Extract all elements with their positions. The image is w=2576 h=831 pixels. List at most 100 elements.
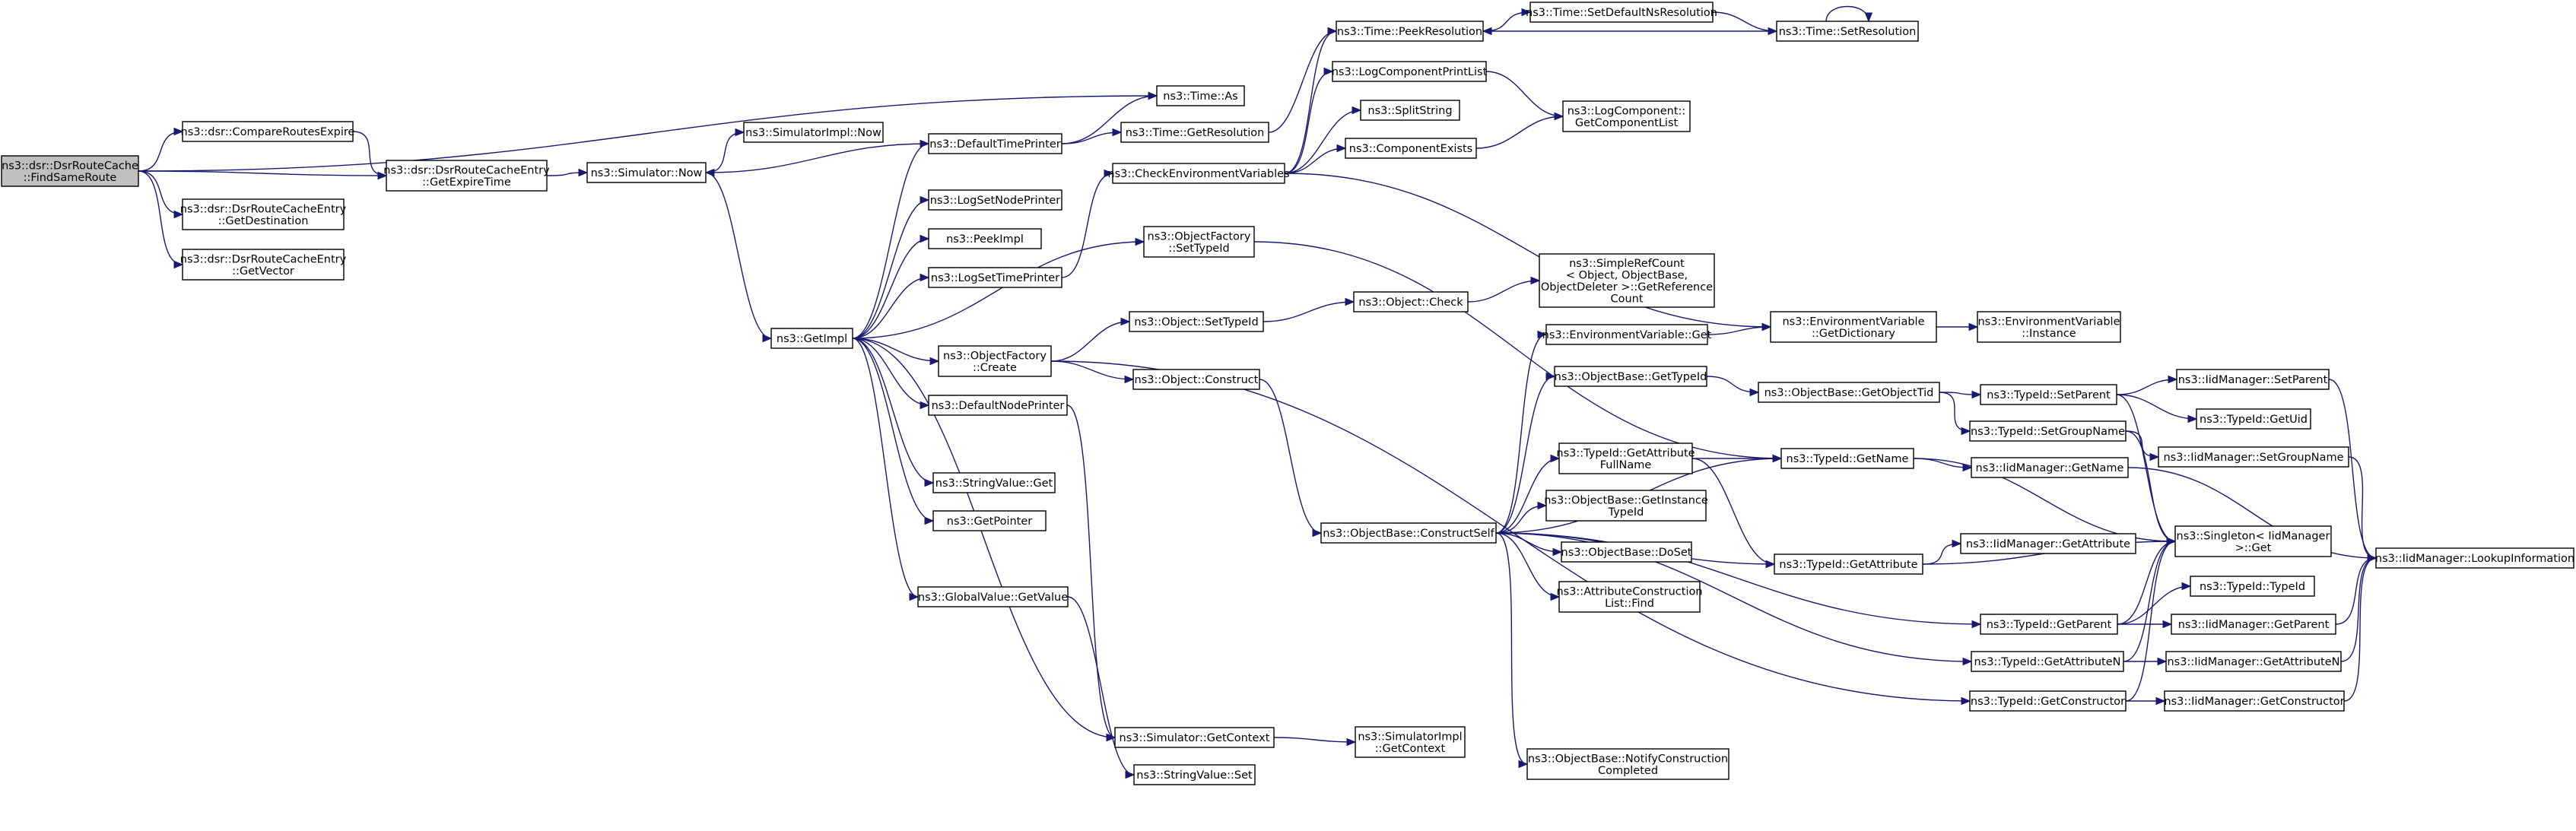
graph-node[interactable]: ns3::ObjectBase::DoSet (1561, 541, 1692, 563)
node-box (1980, 614, 2118, 635)
graph-node[interactable]: ns3::StringValue::Get (932, 472, 1056, 493)
edge-arrowhead (1124, 375, 1135, 384)
graph-node[interactable]: ns3::Time::SetDefaultNsResolution (1526, 2, 1717, 23)
graph-node[interactable]: ns3::IidManager::GetAttributeN (2165, 651, 2342, 672)
graph-node[interactable]: ns3::Object::Check (1353, 291, 1469, 312)
graph-node[interactable]: ns3::TypeId::GetConstructor (1969, 690, 2127, 712)
graph-node[interactable]: ns3::TypeId::GetParent (1980, 614, 2118, 635)
node-label: < Object, ObjectBase, (1566, 269, 1688, 281)
graph-node[interactable]: ns3::dsr::CompareRoutesExpire (181, 121, 355, 142)
graph-node[interactable]: ns3::TypeId::GetAttribute (1774, 553, 1923, 575)
graph-node[interactable]: ns3::SimulatorImpl::Now (743, 122, 884, 143)
graph-node[interactable]: ns3::GlobalValue::GetValue (917, 586, 1069, 607)
graph-node[interactable]: ns3::LogComponent::GetComponentList (1562, 100, 1691, 132)
edge-arrowhead (2168, 375, 2178, 384)
graph-edge (138, 170, 184, 269)
node-label: ::GetDestination (218, 215, 309, 227)
graph-node[interactable]: ns3::dsr::DsrRouteCache::FindSameRoute (1, 155, 139, 187)
edge-line (1495, 376, 1555, 534)
graph-node[interactable]: ns3::TypeId::GetName (1780, 448, 1914, 469)
node-box (1971, 651, 2124, 672)
graph-node[interactable]: ns3::IidManager::GetAttribute (1960, 533, 2136, 554)
graph-node[interactable]: ns3::TypeId::GetUid (2196, 408, 2311, 430)
graph-edge (138, 170, 388, 180)
graph-node[interactable]: ns3::LogComponentPrintList (1332, 61, 1488, 82)
graph-node[interactable]: ns3::SplitString (1360, 100, 1460, 121)
graph-node[interactable]: ns3::ObjectBase::GetObjectTid (1758, 382, 1940, 403)
edge-arrowhead (1971, 390, 1982, 399)
graph-node[interactable]: ns3::TypeId::GetAttributeN (1971, 651, 2124, 672)
graph-node[interactable]: ns3::Time::As (1156, 85, 1245, 106)
node-label: ns3::IidManager::LookupInformation (2375, 553, 2574, 565)
edge-line (852, 199, 929, 339)
graph-node[interactable]: ns3::ObjectFactory::Create (938, 345, 1052, 377)
graph-node[interactable]: ns3::EnvironmentVariable::Instance (1977, 311, 2121, 343)
graph-edge (1067, 596, 1136, 779)
graph-node[interactable]: ns3::DefaultNodePrinter (928, 395, 1068, 416)
graph-edge (1061, 128, 1123, 144)
graph-edge (546, 168, 589, 177)
edge-arrowhead (1554, 112, 1564, 121)
edge-line (705, 143, 929, 173)
graph-node[interactable]: ns3::IidManager::GetName (1971, 457, 2129, 478)
graph-node[interactable]: ns3::IidManager::GetConstructor (2164, 690, 2345, 712)
node-label: Completed (1598, 765, 1658, 777)
graph-node[interactable]: ns3::TypeId::TypeId (2190, 576, 2315, 597)
graph-node[interactable]: ns3::CheckEnvironmentVariables (1107, 163, 1290, 184)
graph-node[interactable]: ns3::GetImpl (770, 328, 853, 349)
node-box (743, 122, 884, 143)
graph-node[interactable]: ns3::EnvironmentVariable::Get (1542, 324, 1712, 345)
edge-line (352, 131, 387, 176)
graph-node[interactable]: ns3::TypeId::SetGroupName (1969, 420, 2127, 442)
graph-node[interactable]: ns3::SimpleRefCount< Object, ObjectBase,… (1539, 253, 1715, 308)
graph-node[interactable]: ns3::ObjectFactory::SetTypeId (1143, 226, 1255, 258)
edge-line (1495, 532, 1972, 662)
edge-line (2123, 541, 2176, 662)
edge-arrowhead (704, 168, 715, 177)
graph-node[interactable]: ns3::Object::SetTypeId (1129, 311, 1264, 332)
graph-node[interactable]: ns3::Time::SetResolution (1776, 21, 1919, 42)
graph-node[interactable]: ns3::dsr::DsrRouteCacheEntry::GetExpireT… (383, 160, 550, 192)
graph-node[interactable]: ns3::ComponentExists (1345, 138, 1477, 159)
node-label: ns3::IidManager::GetAttribute (1966, 538, 2130, 550)
graph-node[interactable]: ns3::TypeId::SetParent (1980, 384, 2117, 405)
graph-node[interactable]: ns3::IidManager::SetParent (2176, 369, 2330, 390)
node-label: ns3::dsr::DsrRouteCacheEntry (180, 203, 347, 215)
node-label: ns3::IidManager::GetName (1976, 462, 2124, 474)
edge-line (2127, 467, 2377, 559)
graph-node[interactable]: ns3::Singleton< IidManager>::Get (2174, 525, 2332, 557)
graph-node[interactable]: ns3::Simulator::Now (586, 162, 707, 183)
graph-node[interactable]: ns3::dsr::DsrRouteCacheEntry::GetVector (180, 249, 347, 281)
graph-node[interactable]: ns3::DefaultTimePrinter (928, 133, 1062, 154)
graph-node[interactable]: ns3::Time::GetResolution (1120, 122, 1269, 143)
node-label: ns3::PeekImpl (946, 233, 1024, 246)
graph-node[interactable]: ns3::IidManager::SetGroupName (2158, 446, 2349, 468)
graph-node[interactable]: ns3::Object::Construct (1132, 369, 1260, 390)
edge-arrowhead (173, 127, 184, 136)
graph-node[interactable]: ns3::IidManager::LookupInformation (2375, 547, 2574, 569)
graph-edge (1495, 501, 1548, 534)
node-box (1353, 291, 1469, 312)
graph-node[interactable]: ns3::LogSetNodePrinter (928, 189, 1062, 211)
graph-node[interactable]: ns3::LogSetTimePrinter (928, 267, 1062, 288)
graph-node[interactable]: ns3::SimulatorImpl::GetContext (1355, 726, 1466, 758)
graph-node[interactable]: ns3::ObjectBase::NotifyConstructionCompl… (1526, 748, 1730, 780)
edge-line (1061, 95, 1158, 144)
graph-edge (1284, 67, 1334, 174)
node-label: ns3::LogComponentPrintList (1332, 66, 1488, 78)
node-label: ns3::Time::As (1163, 90, 1237, 103)
graph-node[interactable]: ns3::StringValue::Set (1133, 764, 1256, 785)
graph-node[interactable]: ns3::Simulator::GetContext (1114, 727, 1275, 748)
graph-node[interactable]: ns3::ObjectBase::ConstructSelf (1320, 522, 1497, 544)
node-label: ns3::dsr::DsrRouteCache (2, 160, 138, 172)
graph-node[interactable]: ns3::PeekImpl (928, 228, 1042, 249)
graph-node[interactable]: ns3::ObjectBase::GetTypeId (1554, 366, 1707, 387)
graph-node[interactable]: ns3::IidManager::GetParent (2171, 614, 2336, 635)
graph-node[interactable]: ns3::Time::PeekResolution (1336, 21, 1484, 42)
graph-node[interactable]: ns3::EnvironmentVariable::GetDictionary (1770, 311, 1937, 343)
graph-node[interactable]: ns3::dsr::DsrRouteCacheEntry::GetDestina… (180, 198, 347, 230)
graph-node[interactable]: ns3::GetPointer (932, 510, 1047, 531)
